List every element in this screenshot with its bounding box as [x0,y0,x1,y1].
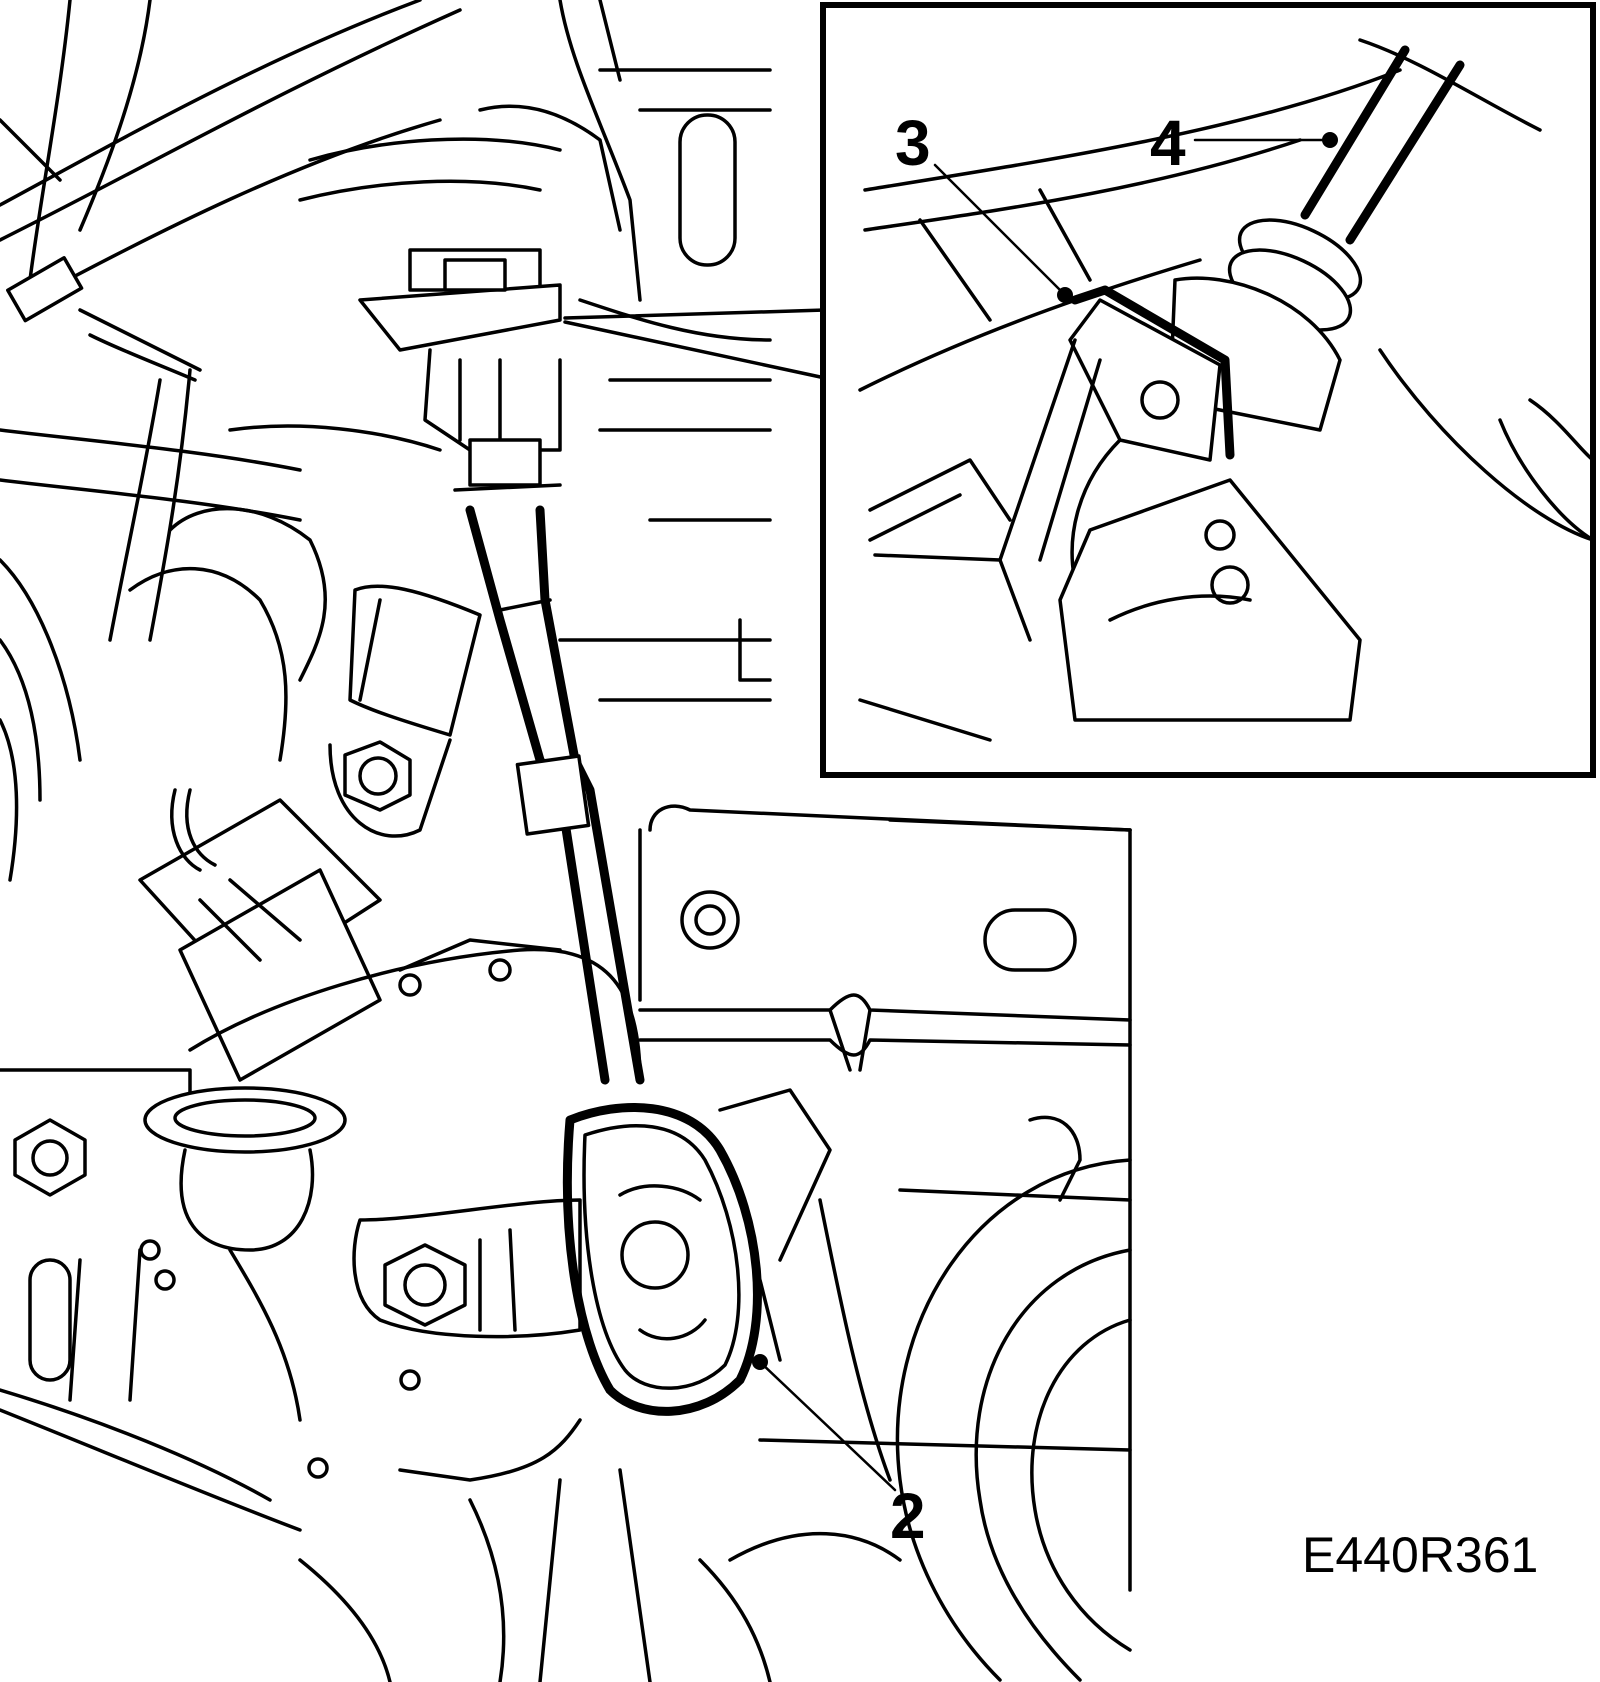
housing-bolt [13,1118,87,1197]
lever-nut [383,1243,467,1327]
selector-lever [562,1103,762,1416]
bracket-bolt [343,740,412,812]
figure-reference: E440R361 [1302,1527,1538,1583]
cable-end-connector [358,248,562,492]
callout-2: 2 [890,1480,926,1552]
inset-cable-clip [858,38,1595,742]
inset-detail [563,2,1596,778]
callout-4: 4 [1150,107,1186,179]
callout-3: 3 [895,107,931,179]
engine-bay-drawing [0,0,1132,1682]
selector-cable [465,505,645,1085]
